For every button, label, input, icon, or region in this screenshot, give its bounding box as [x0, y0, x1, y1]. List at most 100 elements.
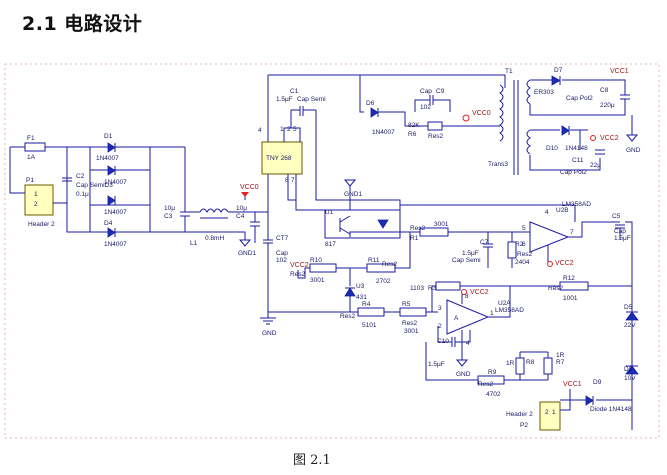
component-label: Header 2	[506, 411, 533, 418]
component-label: 4	[258, 127, 262, 134]
component-label: L1	[190, 240, 198, 247]
switch-section: TNY 268 4 1 2 5 8 7 C1 1.5μF Cap Semi GN…	[258, 88, 401, 248]
component-label: Res2	[478, 381, 494, 388]
component-label: 2	[438, 323, 442, 330]
component-label: GND	[262, 330, 277, 337]
component-label: C9	[436, 88, 445, 95]
component-label: 1R	[506, 360, 515, 367]
component-label: 4702	[486, 391, 501, 398]
component-label: C10	[437, 338, 449, 345]
component-label: R11	[368, 257, 380, 264]
header-p2	[539, 401, 561, 431]
component-label: Res2	[340, 313, 356, 320]
figure-caption: 图 2.1	[293, 453, 331, 468]
component-label: 6	[522, 241, 526, 248]
component-label: 5101	[362, 322, 377, 329]
feedback-section: Res2 R1 3001 C7 1.5μF Cap Semi R2 Res2 2…	[260, 201, 633, 430]
component-label: 1	[34, 191, 38, 198]
component-label: 220μ	[600, 102, 615, 109]
component-label: VCC2	[470, 289, 489, 296]
resistor-r9	[477, 375, 505, 385]
component-label: U3	[356, 283, 365, 290]
resistor-r3	[435, 281, 461, 291]
component-label: Res2	[428, 133, 444, 140]
header-p1	[24, 184, 54, 216]
component-label: GND1	[238, 250, 256, 257]
opamp-u2a	[446, 299, 490, 335]
component-label: P2	[520, 422, 528, 429]
component-label: 1.5μF	[428, 361, 445, 368]
component-label: R12	[563, 275, 575, 282]
component-label: 102	[420, 104, 431, 111]
component-label: GND1	[344, 191, 362, 198]
component-label: D4	[104, 220, 113, 227]
component-label: D9	[593, 379, 602, 386]
component-label: 1	[552, 409, 556, 416]
component-label: VCC2	[555, 260, 574, 267]
component-label: 5	[522, 225, 526, 232]
component-label: Res2	[290, 271, 306, 278]
component-label: 1A	[27, 154, 36, 161]
component-label: C11	[572, 157, 584, 164]
component-label: 431	[356, 294, 367, 301]
zener-d5	[625, 311, 639, 321]
component-label: 10μ	[164, 205, 175, 212]
opamp-u2b	[529, 221, 570, 253]
transformer-secondary	[526, 79, 531, 155]
component-label: D1	[104, 133, 113, 140]
gnd1-symbol	[238, 239, 252, 247]
component-label: U2B	[556, 207, 569, 214]
shunt-reg-u3	[344, 287, 356, 297]
diode-d3	[107, 195, 116, 206]
component-label: 1N4007	[104, 209, 127, 216]
component-label: Cap Pol2	[560, 169, 587, 176]
component-label: Cap	[420, 88, 432, 95]
vcc0-marker	[241, 192, 249, 197]
component-label: D5	[624, 304, 633, 311]
component-label: Header 2	[28, 221, 55, 228]
component-label: Cap Semi	[452, 257, 481, 264]
component-label: 7	[291, 177, 295, 184]
gnd1b-symbol	[343, 179, 357, 187]
component-label: 1.5μF	[276, 96, 293, 103]
component-label: 10V	[624, 375, 636, 382]
resistor-r4	[357, 307, 385, 317]
resistor-r7	[543, 357, 553, 375]
resistor-r8	[515, 357, 525, 375]
diode-d9	[585, 395, 594, 406]
component-label: 1N4007	[96, 155, 119, 162]
component-label: 82K	[408, 122, 420, 129]
component-label: C3	[164, 213, 173, 220]
component-label: 1001	[563, 295, 578, 302]
component-label: VCC0	[472, 110, 491, 117]
component-label: Cap	[614, 228, 626, 235]
opto-led-icon	[377, 219, 389, 229]
component-label: D8	[624, 366, 633, 373]
component-label: T1	[505, 68, 513, 75]
component-label: R2	[515, 241, 524, 248]
resistor-r11	[366, 263, 396, 273]
component-label: 5	[293, 126, 297, 133]
component-label: 10μ	[236, 205, 247, 212]
component-label: 2404	[515, 259, 530, 266]
zener-d8	[625, 365, 639, 375]
component-label: Res2	[517, 251, 533, 258]
component-label: 3001	[310, 277, 325, 284]
component-label: C8	[600, 87, 609, 94]
fuse-f1	[24, 142, 46, 152]
component-label: 1R	[556, 352, 565, 359]
component-label: VCC0	[240, 184, 259, 191]
component-label: Res2	[402, 320, 418, 327]
component-label: VCC2	[290, 262, 309, 269]
component-label: 2	[545, 409, 549, 416]
component-label: R4	[362, 301, 371, 308]
component-label: 8	[465, 293, 469, 300]
component-label: 1N4148	[565, 145, 588, 152]
resistor-r10	[309, 263, 337, 273]
component-label: 1	[490, 310, 494, 317]
component-label: Res2	[410, 225, 426, 232]
component-label: 3001	[434, 221, 449, 228]
component-label: U1	[325, 209, 334, 216]
diode-d10	[561, 125, 570, 136]
